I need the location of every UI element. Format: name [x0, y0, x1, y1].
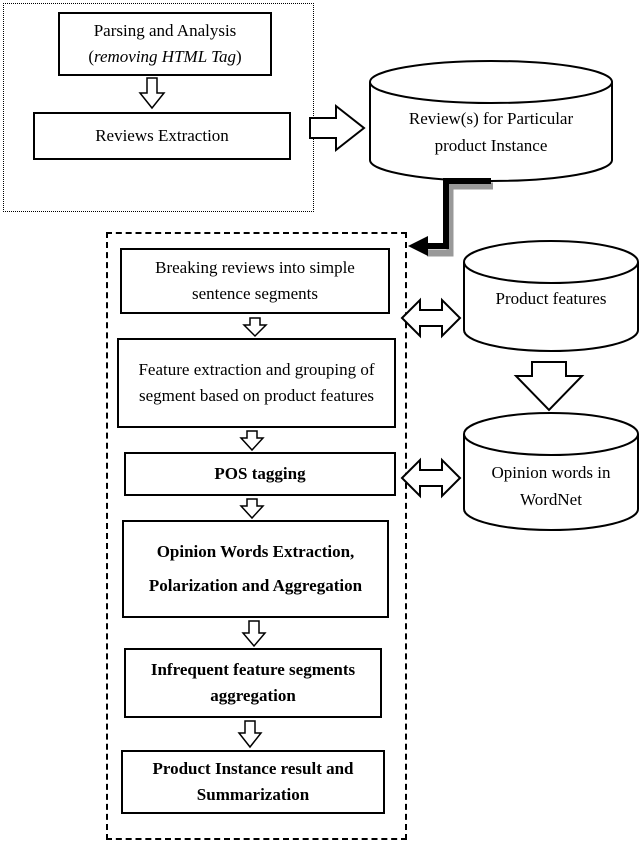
step-4-line2: Polarization and Aggregation — [148, 576, 363, 595]
step-6-line2: Summarization — [196, 785, 310, 804]
step-1-line1: Breaking reviews into simple — [155, 257, 355, 277]
step-4-line1: Opinion Words Extraction, — [156, 542, 355, 561]
review-database-label: Review(s) for Particular product Instanc… — [372, 104, 610, 160]
product-features-cylinder — [463, 240, 639, 352]
step-5-line2: aggregation — [210, 686, 296, 705]
pipeline-group-border — [106, 232, 407, 840]
crawl-group-border — [3, 3, 314, 212]
double-arrow-icon — [400, 457, 462, 499]
step-1-line2: sentence segments — [191, 284, 319, 303]
wordnet-line1: Opinion words in — [491, 462, 611, 482]
down-arrow-icon — [239, 430, 265, 452]
review-db-line1: Review(s) for Particular — [408, 108, 574, 128]
product-features-label: Product features — [466, 283, 636, 315]
reviews-extraction-box: Reviews Extraction — [33, 112, 291, 160]
double-arrow-icon — [400, 297, 462, 339]
step-3-line1: POS tagging — [214, 463, 306, 483]
parsing-line2-italic: removing HTML Tag — [93, 47, 236, 66]
pipeline-step-2-box: Feature extraction and grouping of segme… — [117, 338, 396, 428]
pipeline-step-6-box: Product Instance result and Summarizatio… — [121, 750, 385, 814]
wordnet-cylinder — [463, 412, 639, 531]
down-arrow-icon — [138, 77, 166, 110]
wordnet-line2: WordNet — [520, 490, 582, 509]
review-database-cylinder — [369, 60, 613, 182]
pipeline-step-5-box: Infrequent feature segments aggregation — [124, 648, 382, 718]
right-arrow-icon — [309, 103, 366, 153]
step-6-line1: Product Instance result and — [152, 758, 354, 778]
wordnet-label: Opinion words in WordNet — [466, 455, 636, 517]
parsing-line2: (removing HTML Tag) — [88, 47, 242, 66]
review-db-line2: product Instance — [434, 136, 548, 155]
pipeline-step-3-box: POS tagging — [124, 452, 396, 496]
pipeline-step-4-box: Opinion Words Extraction, Polarization a… — [122, 520, 389, 618]
step-2-line1: Feature extraction and grouping of — [138, 359, 375, 379]
step-5-line1: Infrequent feature segments — [150, 659, 356, 679]
parsing-analysis-box: Parsing and Analysis (removing HTML Tag) — [58, 12, 272, 76]
big-down-arrow-icon — [513, 361, 585, 412]
product-features-line1: Product features — [495, 289, 607, 309]
step-2-line2: segment based on product features — [138, 386, 375, 405]
parsing-line1: Parsing and Analysis — [93, 20, 237, 40]
pipeline-step-1-box: Breaking reviews into simple sentence se… — [120, 248, 390, 314]
down-arrow-icon — [241, 620, 267, 648]
down-arrow-icon — [237, 720, 263, 749]
down-arrow-icon — [242, 317, 268, 338]
elbow-arrow-icon — [408, 178, 493, 257]
reviews-extraction-label: Reviews Extraction — [95, 125, 229, 145]
down-arrow-icon — [239, 498, 265, 520]
